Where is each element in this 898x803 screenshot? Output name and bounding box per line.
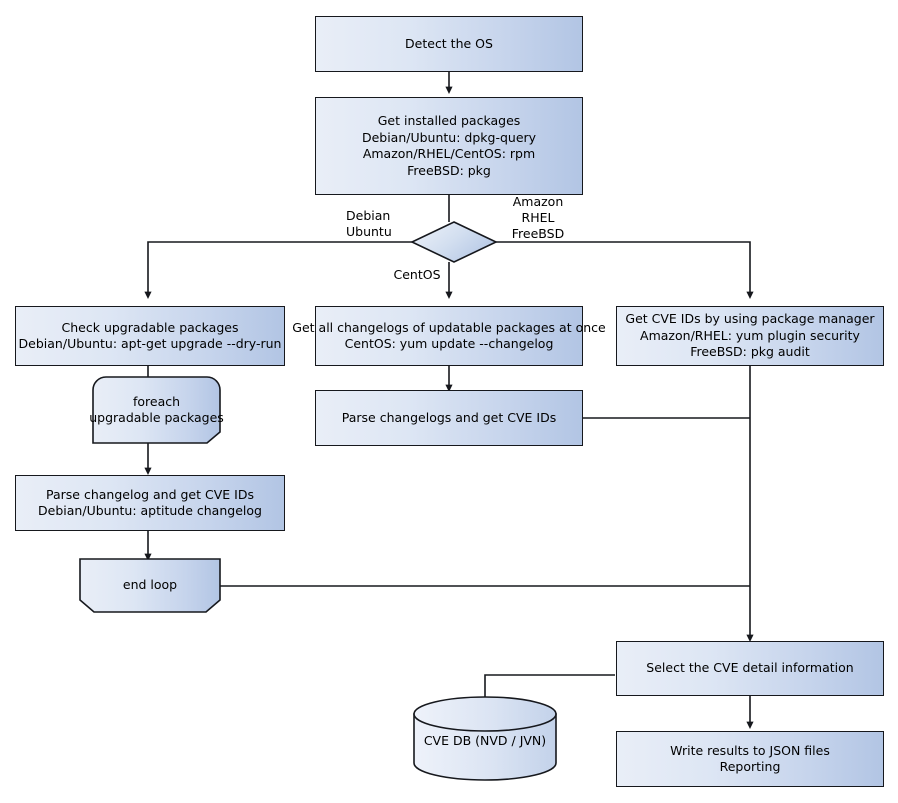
edge-decision-amazon xyxy=(496,241,754,299)
node-cve-db-label: CVE DB (NVD / JVN) xyxy=(423,733,547,748)
node-get-all-changelogs-label: Get all changelogs of updatable packages… xyxy=(292,319,606,352)
node-detect-os[interactable]: Detect the OS xyxy=(315,16,583,72)
node-parse-changelogs-cve-ids-label: Parse changelogs and get CVE IDs xyxy=(341,409,557,425)
edge-label-centos: CentOS xyxy=(393,267,441,282)
node-end-loop[interactable]: end loop xyxy=(80,559,220,612)
edge-decision-debian xyxy=(144,241,412,299)
node-end-loop-label: end loop xyxy=(122,577,178,593)
node-select-cve-detail-label: Select the CVE detail information xyxy=(646,660,854,676)
node-select-cve-detail[interactable]: Select the CVE detail information xyxy=(616,641,884,696)
node-cve-db[interactable]: CVE DB (NVD / JVN) xyxy=(414,700,556,780)
os-decision-diamond xyxy=(410,221,498,263)
node-parse-changelogs-cve-ids[interactable]: Parse changelogs and get CVE IDs xyxy=(315,390,583,446)
node-get-all-changelogs[interactable]: Get all changelogs of updatable packages… xyxy=(292,306,606,366)
node-detect-os-label: Detect the OS xyxy=(405,35,493,51)
